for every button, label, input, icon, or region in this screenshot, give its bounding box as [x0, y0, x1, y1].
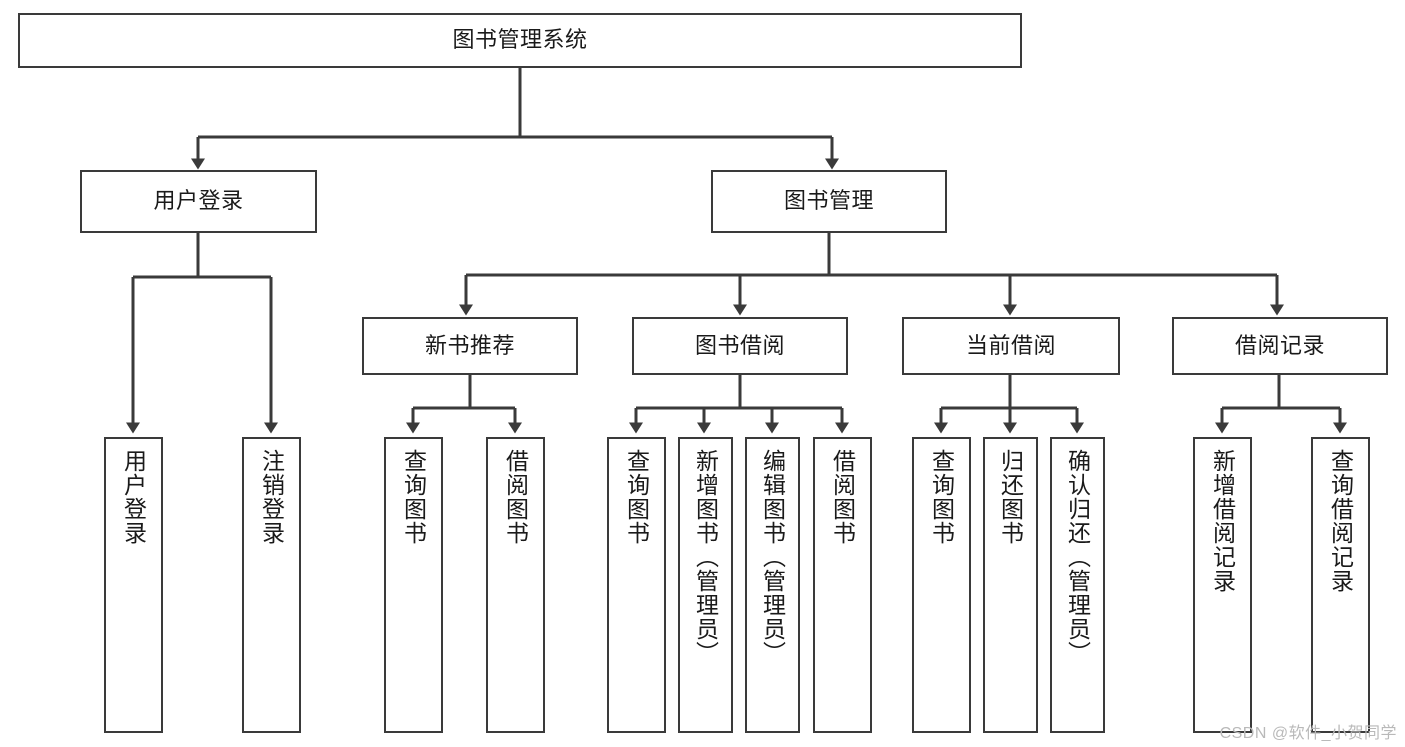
node-label: 用户登录	[153, 188, 244, 214]
node-borrow-record[interactable]: 借阅记录	[1172, 317, 1388, 375]
node-label: 归还图书	[997, 449, 1024, 545]
leaf-book-borrow-add-book-admin[interactable]: 新增图书（管理员）	[678, 437, 733, 733]
node-current-borrow[interactable]: 当前借阅	[902, 317, 1120, 375]
node-new-book-recommend[interactable]: 新书推荐	[362, 317, 578, 375]
node-label: 借阅图书	[502, 449, 529, 545]
node-label: 查询图书	[928, 449, 955, 545]
leaf-book-borrow-query-book[interactable]: 查询图书	[607, 437, 666, 733]
node-label: 查询借阅记录	[1327, 449, 1354, 593]
leaf-new-book-borrow-book[interactable]: 借阅图书	[486, 437, 545, 733]
leaf-book-borrow-edit-book-admin[interactable]: 编辑图书（管理员）	[745, 437, 800, 733]
node-book-management[interactable]: 图书管理	[711, 170, 947, 233]
node-book-borrow[interactable]: 图书借阅	[632, 317, 848, 375]
leaf-current-borrow-confirm-return-admin[interactable]: 确认归还（管理员）	[1050, 437, 1105, 733]
node-label: 编辑图书（管理员）	[759, 449, 786, 665]
node-label: 图书管理	[783, 188, 874, 214]
leaf-book-borrow-borrow-book[interactable]: 借阅图书	[813, 437, 872, 733]
node-label: 确认归还（管理员）	[1064, 449, 1091, 665]
leaf-current-borrow-return-book[interactable]: 归还图书	[983, 437, 1038, 733]
node-label: 查询图书	[623, 449, 650, 545]
node-label: 注销登录	[258, 449, 285, 545]
node-label: 当前借阅	[965, 332, 1056, 358]
node-label: 用户登录	[120, 449, 147, 545]
watermark: CSDN @软件_小贺同学	[1219, 725, 1397, 742]
leaf-current-borrow-query-book[interactable]: 查询图书	[912, 437, 971, 733]
leaf-borrow-record-add-record[interactable]: 新增借阅记录	[1193, 437, 1252, 733]
node-root-book-management-system[interactable]: 图书管理系统	[18, 13, 1022, 68]
leaf-user-login-logout[interactable]: 注销登录	[242, 437, 301, 733]
leaf-borrow-record-query-record[interactable]: 查询借阅记录	[1311, 437, 1370, 733]
node-label: 新增借阅记录	[1209, 449, 1236, 593]
node-label: 借阅图书	[829, 449, 856, 545]
node-label: 新书推荐	[424, 332, 515, 358]
node-label: 新增图书（管理员）	[692, 449, 719, 665]
node-label: 图书借阅	[694, 332, 785, 358]
node-label: 借阅记录	[1234, 332, 1325, 358]
node-label: 图书管理系统	[452, 27, 588, 53]
node-user-login[interactable]: 用户登录	[80, 170, 317, 233]
leaf-user-login-login[interactable]: 用户登录	[104, 437, 163, 733]
node-label: 查询图书	[400, 449, 427, 545]
leaf-new-book-query-book[interactable]: 查询图书	[384, 437, 443, 733]
